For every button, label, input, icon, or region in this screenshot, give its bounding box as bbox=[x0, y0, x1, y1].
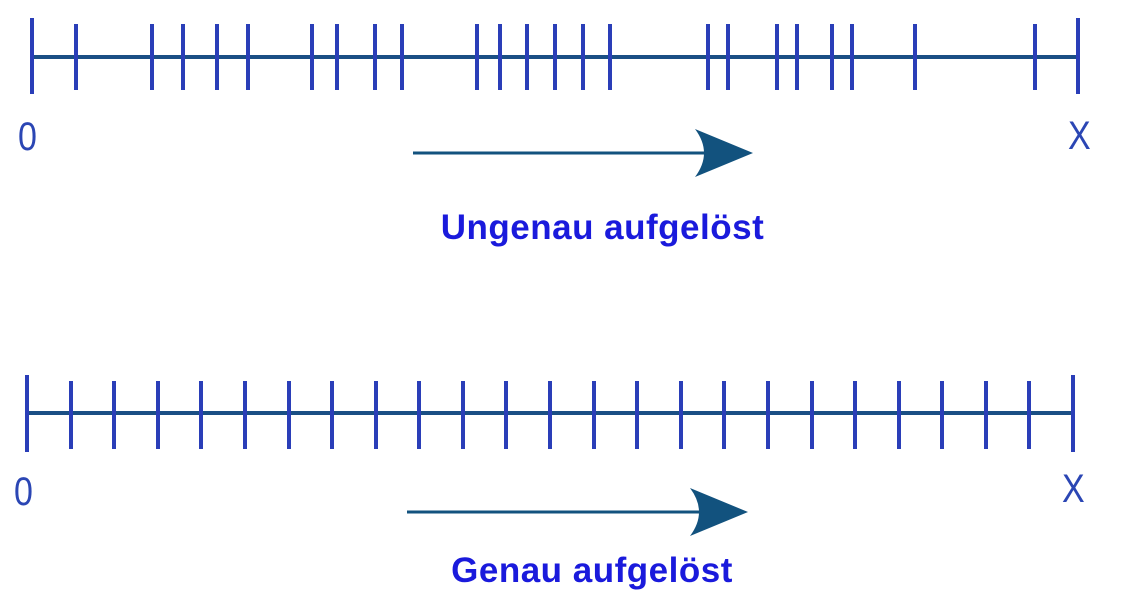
arrow-head bbox=[695, 129, 753, 177]
caption-genau: Genau aufgelöst bbox=[451, 551, 733, 590]
origin-label-genau: 0 bbox=[14, 470, 33, 514]
number-line-ungenau bbox=[30, 18, 1080, 177]
caption-ungenau: Ungenau aufgelöst bbox=[440, 208, 765, 247]
origin-label-ungenau: 0 bbox=[18, 115, 37, 159]
end-label-genau: X bbox=[1062, 467, 1085, 511]
end-label-ungenau: X bbox=[1068, 114, 1091, 158]
number-line-genau bbox=[25, 375, 1075, 536]
arrow-head bbox=[690, 488, 748, 536]
